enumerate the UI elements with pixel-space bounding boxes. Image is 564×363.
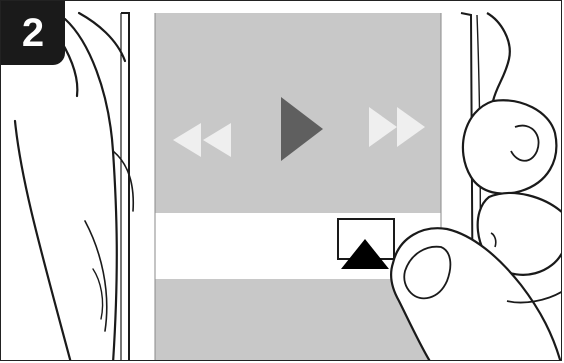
step-number-badge: 2 <box>1 1 65 65</box>
left-hand <box>15 13 133 361</box>
